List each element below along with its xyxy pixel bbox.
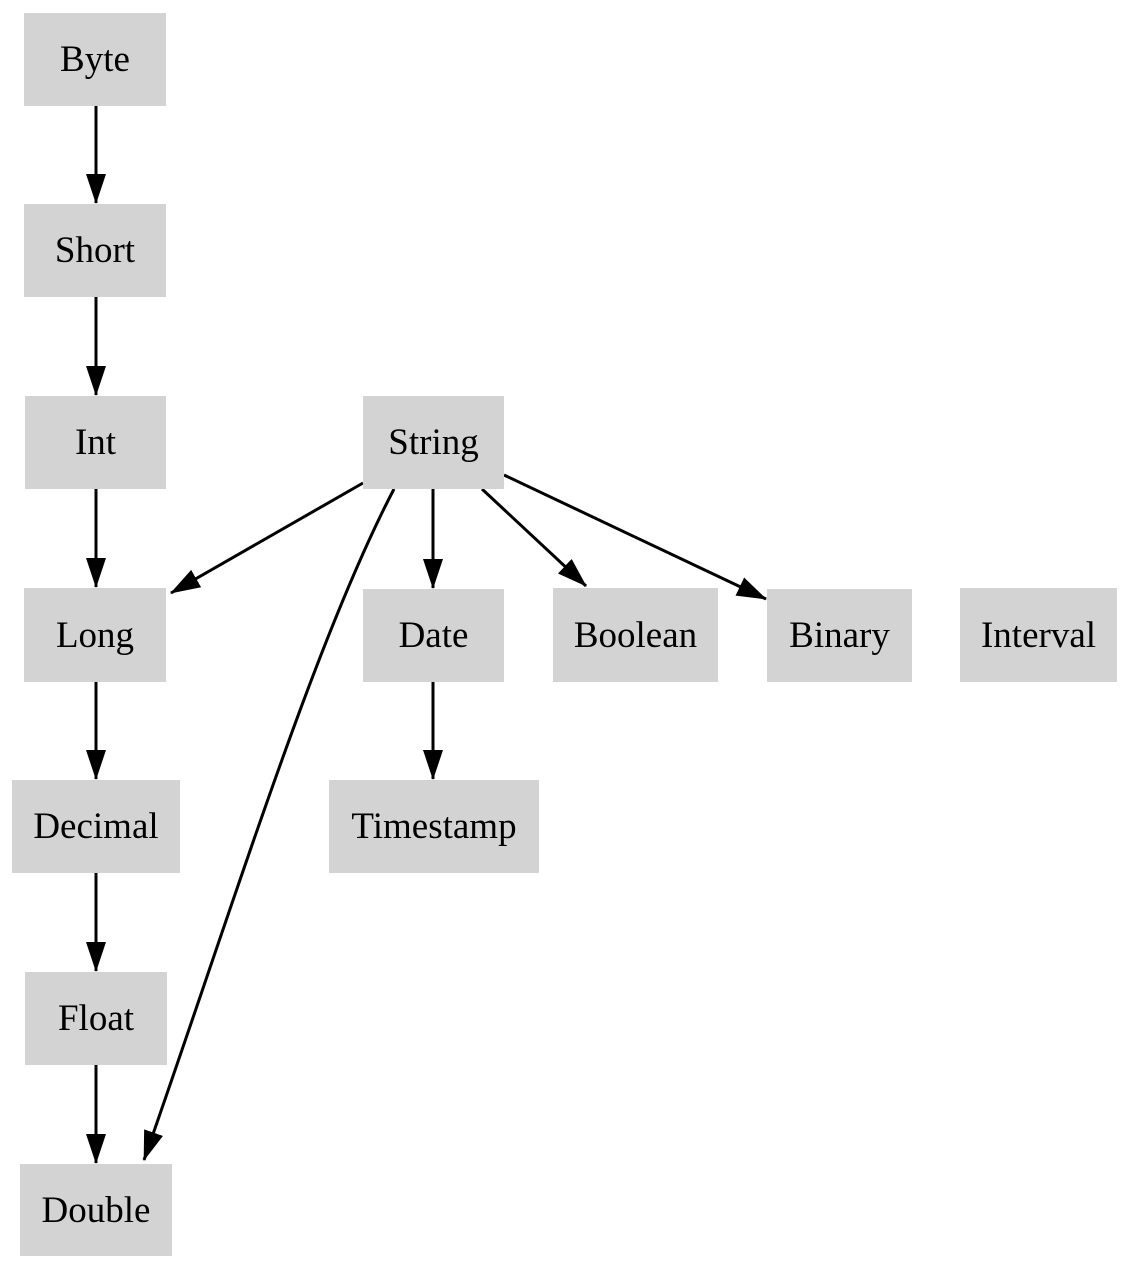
node-boolean: Boolean bbox=[553, 588, 718, 682]
node-string-label: String bbox=[388, 422, 479, 463]
node-long: Long bbox=[24, 588, 166, 682]
edge-string-boolean bbox=[480, 487, 588, 588]
node-decimal-label: Decimal bbox=[33, 806, 159, 847]
node-binary: Binary bbox=[767, 589, 912, 682]
node-float-label: Float bbox=[57, 998, 135, 1039]
node-short-label: Short bbox=[54, 230, 136, 271]
node-timestamp-label: Timestamp bbox=[351, 806, 517, 847]
node-int-label: Int bbox=[74, 422, 117, 463]
edge-string-binary bbox=[503, 473, 767, 601]
node-decimal: Decimal bbox=[12, 780, 180, 873]
node-interval: Interval bbox=[960, 588, 1117, 682]
node-double-label: Double bbox=[41, 1189, 151, 1231]
node-double: Double bbox=[20, 1164, 172, 1256]
node-date: Date bbox=[363, 589, 504, 682]
node-interval-label: Interval bbox=[980, 614, 1097, 656]
edge-string-long bbox=[170, 481, 364, 595]
node-boolean-label: Boolean bbox=[573, 614, 698, 656]
node-long-label: Long bbox=[55, 614, 135, 656]
node-float: Float bbox=[25, 972, 167, 1065]
node-short: Short bbox=[24, 204, 166, 297]
node-binary-label: Binary bbox=[789, 615, 890, 656]
node-string: String bbox=[363, 396, 504, 489]
edge-string-double bbox=[142, 488, 396, 1161]
node-int: Int bbox=[25, 396, 166, 489]
node-timestamp: Timestamp bbox=[329, 780, 539, 873]
node-byte-label: Byte bbox=[60, 39, 130, 80]
node-byte: Byte bbox=[24, 13, 166, 106]
node-date-label: Date bbox=[398, 615, 469, 656]
